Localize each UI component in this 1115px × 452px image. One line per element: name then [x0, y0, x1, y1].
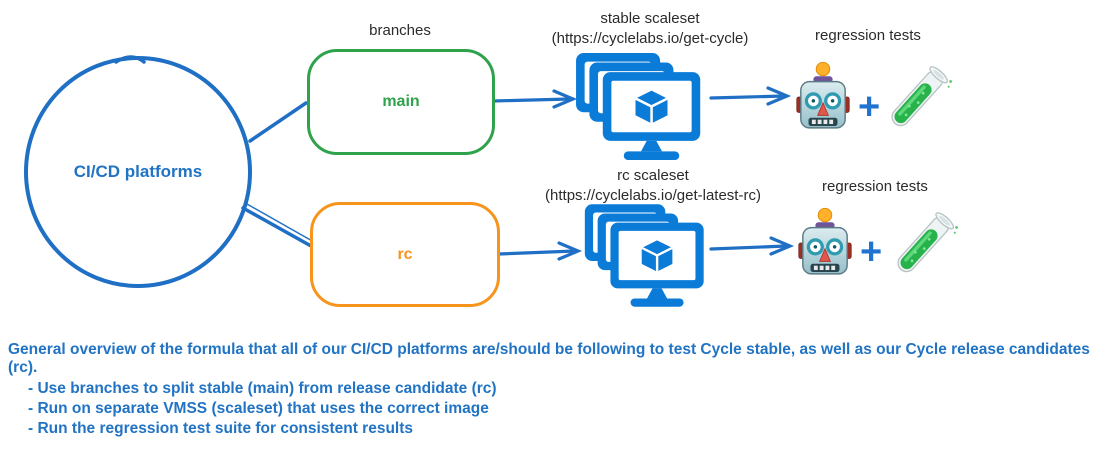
plus-sign-1: +: [858, 86, 881, 128]
scaleset-label-stable: stable scaleset (https://cyclelabs.io/ge…: [505, 9, 795, 49]
scaleset-title-rc: rc scaleset: [617, 167, 689, 184]
caption-bullet-list: - Use branches to split stable (main) fr…: [28, 379, 728, 439]
robot-icon-2: [798, 206, 852, 282]
scaleset-label-rc: rc scaleset (https://cyclelabs.io/get-la…: [508, 166, 798, 206]
arrowhead-scaleset-to-tests-2: [769, 236, 795, 256]
arrowhead-main-to-scaleset: [552, 89, 578, 109]
caption-intro: General overview of the formula that all…: [8, 341, 1090, 376]
robot-icon-1: [796, 60, 850, 136]
connector-rc: [241, 206, 313, 248]
branches-heading: branches: [369, 22, 431, 39]
vm-scaleset-icon-rc: [583, 202, 711, 309]
regression-tests-label-1: regression tests: [815, 27, 921, 44]
arrow-scaleset-to-tests-2: [709, 244, 789, 251]
connector-main: [248, 101, 308, 143]
regression-tests-label-2: regression tests: [822, 178, 928, 195]
caption-bullet-vmss: - Run on separate VMSS (scaleset) that u…: [28, 400, 489, 417]
branch-box-main: main: [307, 49, 495, 155]
connector-rc-double: [246, 203, 315, 243]
branch-box-rc: rc: [310, 202, 500, 307]
scaleset-title-stable: stable scaleset: [600, 10, 700, 27]
arrow-main-to-scaleset: [491, 97, 572, 103]
branch-label-rc: rc: [397, 245, 413, 263]
vm-scaleset-icon-stable: [574, 53, 708, 160]
circle-pen-tail: [114, 55, 146, 64]
arrowhead-rc-to-scaleset: [557, 241, 583, 261]
platform-circle-label: CI/CD platforms: [73, 162, 203, 181]
scaleset-url-stable: (https://cyclelabs.io/get-cycle): [551, 30, 749, 47]
plus-sign-2: +: [860, 231, 883, 273]
caption-bullet-regression: - Run the regression test suite for cons…: [28, 420, 413, 437]
arrow-rc-to-scaleset: [497, 249, 577, 256]
branch-label-main: main: [382, 93, 420, 110]
caption-bullet-branches: - Use branches to split stable (main) fr…: [28, 380, 497, 397]
scaleset-url-rc: (https://cyclelabs.io/get-latest-rc): [545, 187, 761, 204]
arrowhead-scaleset-to-tests-1: [766, 86, 792, 106]
arrow-scaleset-to-tests-1: [709, 94, 786, 100]
